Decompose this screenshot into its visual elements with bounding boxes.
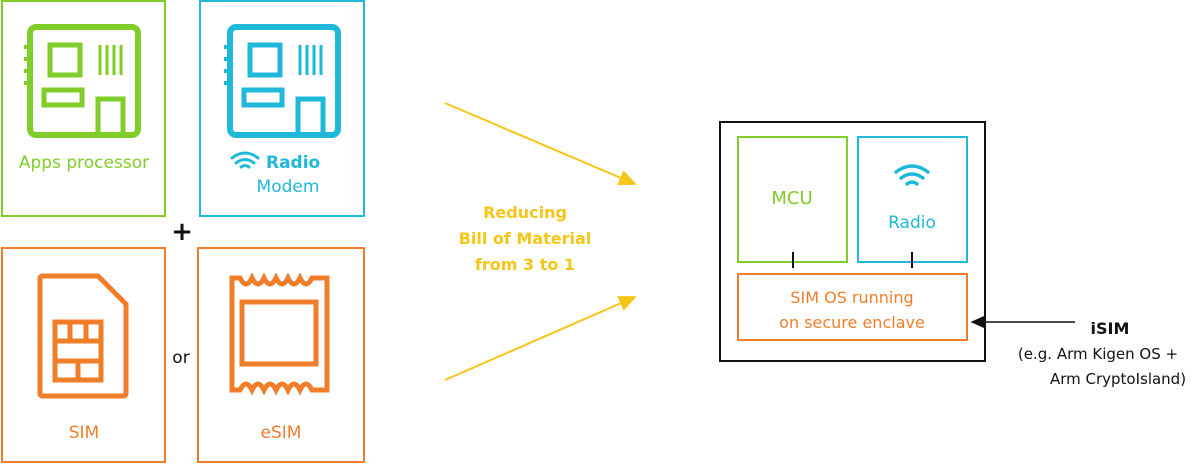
apps-processor-box: Apps processor [1, 0, 166, 217]
sim-os-line-1: SIM OS running [790, 288, 913, 307]
or-label: or [172, 348, 189, 368]
radio-label: Radio [266, 153, 320, 173]
bom-line-3: from 3 to 1 [475, 255, 575, 274]
sim-os-box [737, 273, 968, 341]
arrow-bottom [444, 296, 637, 381]
plus-sign: + [171, 217, 193, 247]
arrow-top [444, 102, 637, 186]
isim-chip: MCU Radio SIM OS running on secure encla… [719, 121, 986, 362]
modem-label: Modem [257, 177, 320, 197]
isim-title: iSIM [1091, 319, 1130, 338]
esim-label: eSIM [261, 423, 302, 443]
radio-box [857, 136, 968, 263]
esim-chip-icon [229, 272, 330, 396]
esim-box: eSIM [197, 247, 365, 463]
sim-os-line-2: on secure enclave [779, 313, 925, 332]
isim-note-1: (e.g. Arm Kigen OS + [1018, 345, 1178, 363]
bom-line-2: Bill of Material [459, 229, 592, 248]
radio-label: Radio [888, 213, 936, 233]
isim-note-2: Arm CryptoIsland) [1050, 370, 1186, 388]
sim-label: SIM [69, 423, 99, 443]
apps-processor-label: Apps processor [19, 153, 149, 173]
sim-card-icon [37, 273, 129, 399]
circuit-board-icon [224, 27, 338, 135]
sim-box: SIM [1, 247, 166, 463]
bom-line-1: Reducing [483, 203, 567, 222]
radio-modem-box: Radio Modem [199, 0, 365, 217]
wifi-icon [230, 151, 260, 169]
bom-reduction-text: Reducing Bill of Material from 3 to 1 [459, 203, 592, 274]
wifi-icon [894, 164, 930, 186]
mcu-label: MCU [771, 188, 812, 209]
circuit-board-icon [24, 27, 138, 135]
